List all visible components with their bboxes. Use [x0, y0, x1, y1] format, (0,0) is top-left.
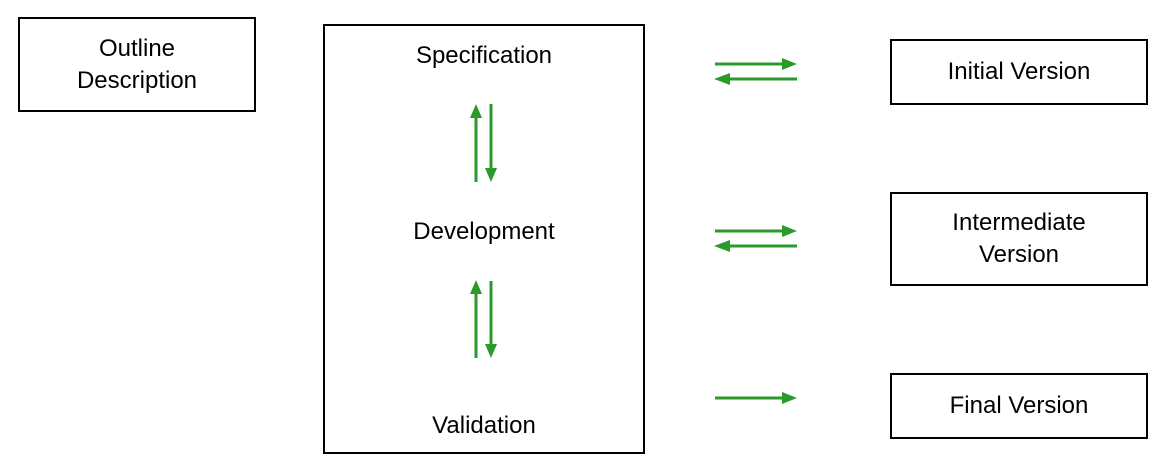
outline-description-line-1: Outline	[98, 34, 176, 62]
development-label: Development	[413, 218, 555, 245]
final-version-box: Final Version	[890, 373, 1148, 439]
concurrent-activities-box: Specification Development Validation	[323, 24, 645, 454]
dev-intermediate-bidirectional-arrow-icon	[714, 225, 797, 252]
initial-version-line-1: Initial Version	[947, 58, 1091, 85]
outline-description-line-2: Description	[76, 66, 198, 94]
final-version-line-1: Final Version	[949, 392, 1089, 419]
outline-description-label: Outline Description	[77, 33, 197, 97]
specification-label: Specification	[415, 42, 553, 69]
initial-version-box: Initial Version	[890, 39, 1148, 105]
spec-initial-bidirectional-arrow-icon	[714, 58, 797, 85]
validation-label: Validation	[432, 412, 536, 439]
outline-description-box: Outline Description	[18, 17, 256, 112]
dev-validation-bidirectional-arrow-icon	[470, 280, 497, 358]
validation-final-right-arrow-icon	[715, 392, 797, 404]
intermediate-version-line-1: Intermediate	[952, 209, 1086, 236]
initial-version-label: Initial Version	[948, 56, 1091, 88]
spec-dev-bidirectional-arrow-icon	[470, 104, 497, 182]
intermediate-version-line-2: Version	[978, 241, 1060, 268]
intermediate-version-box: Intermediate Version	[890, 192, 1148, 286]
intermediate-version-label: Intermediate Version	[952, 207, 1085, 271]
final-version-label: Final Version	[950, 390, 1089, 422]
